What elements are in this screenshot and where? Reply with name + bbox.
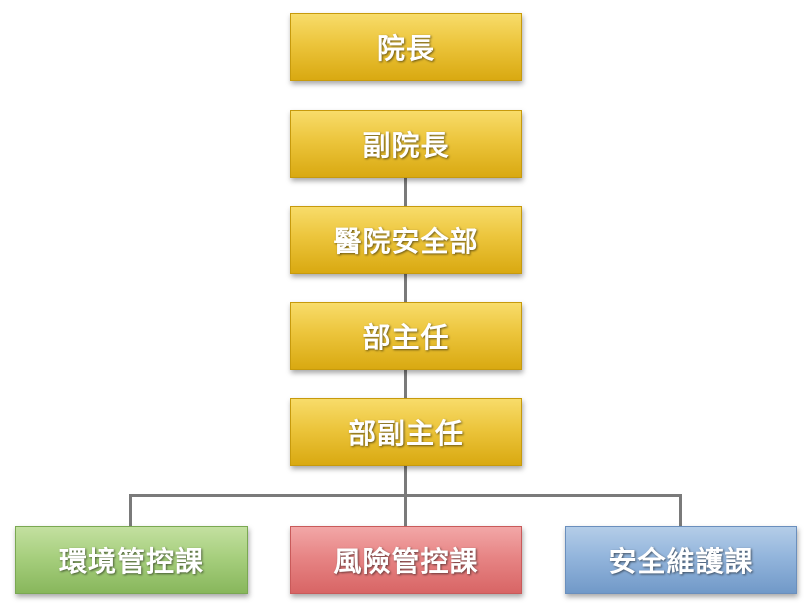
connector-branch-left (129, 494, 132, 526)
node-risk-control-section: 風險管控課 (290, 526, 522, 594)
node-vice-president: 副院長 (290, 110, 522, 178)
node-deputy-director-label: 部副主任 (347, 417, 464, 450)
node-department-director: 部主任 (290, 302, 522, 370)
node-risk-control-section-label: 風險管控課 (333, 545, 479, 578)
node-president-label: 院長 (376, 32, 435, 65)
node-environment-control-section-label: 環境管控課 (58, 545, 204, 578)
node-environment-control-section: 環境管控課 (15, 526, 248, 594)
node-security-maintenance-section-label: 安全維護課 (608, 545, 754, 578)
node-deputy-director: 部副主任 (290, 398, 522, 466)
node-department-director-label: 部主任 (362, 321, 450, 354)
node-president: 院長 (290, 13, 522, 81)
node-vice-president-label: 副院長 (362, 129, 450, 162)
node-security-maintenance-section: 安全維護課 (565, 526, 797, 594)
connector-branch-center (404, 494, 407, 526)
connector-branch-right (679, 494, 682, 526)
node-hospital-safety-department: 醫院安全部 (290, 206, 522, 274)
node-hospital-safety-department-label: 醫院安全部 (333, 225, 479, 258)
